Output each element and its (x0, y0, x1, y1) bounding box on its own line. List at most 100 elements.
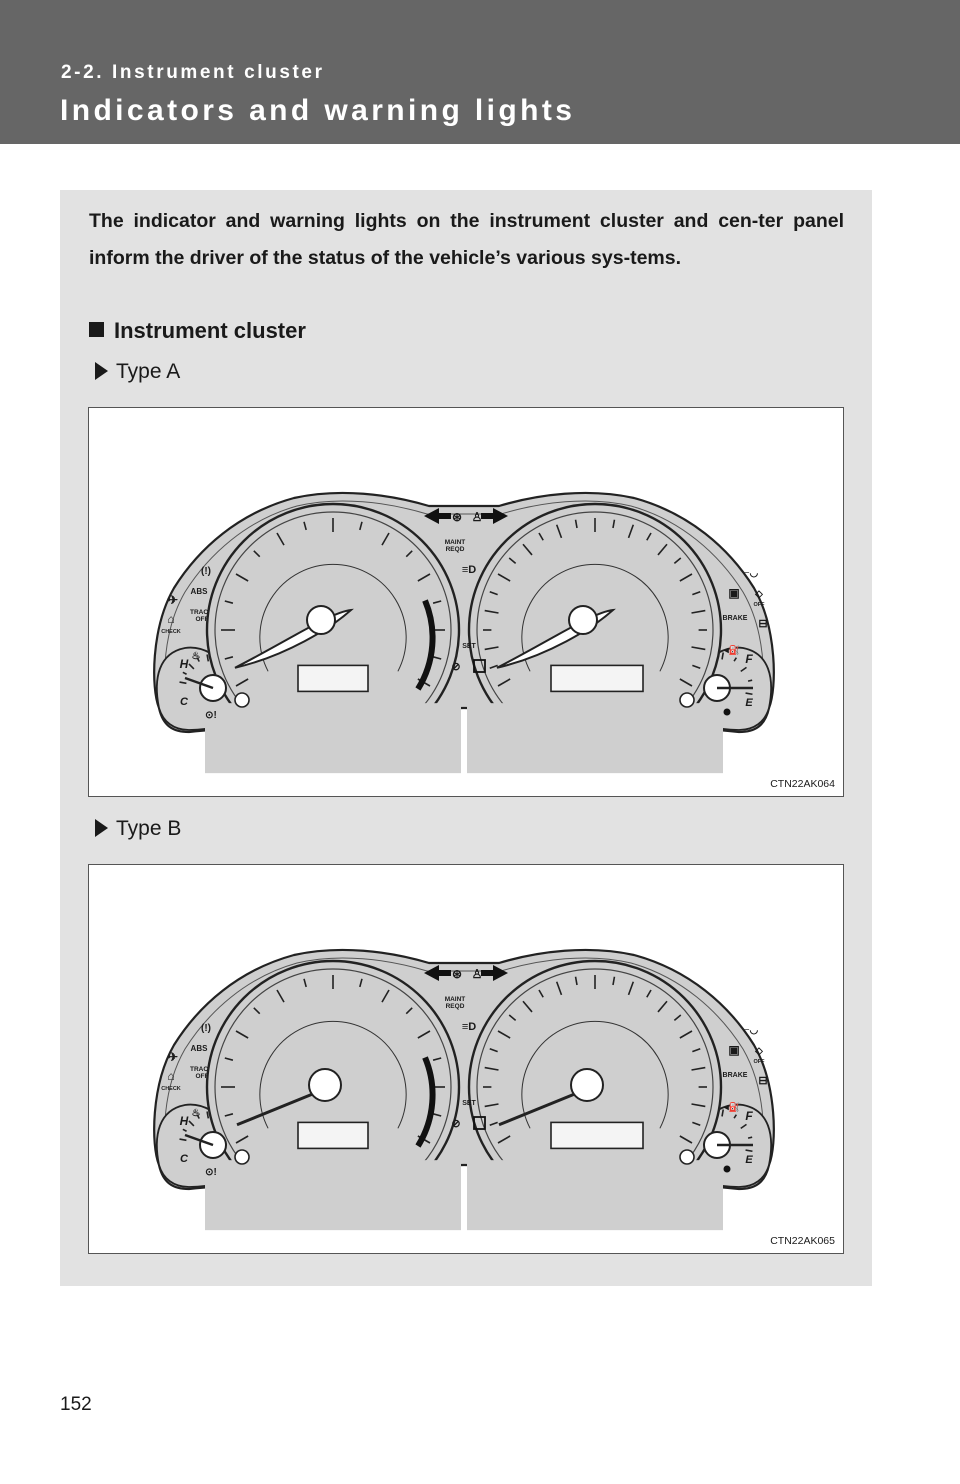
temp-tick (182, 671, 187, 675)
tachometer-tick (224, 656, 234, 660)
tachometer-tick (303, 978, 307, 988)
trip-display (297, 1121, 369, 1150)
tachometer-tick (224, 1113, 234, 1117)
slip-indicator-icon: ⊘ (451, 661, 460, 673)
fuel-tick (740, 666, 747, 673)
intro-text: The indicator and warning lights on the … (89, 210, 844, 269)
tachometer-tick (253, 550, 261, 558)
triangle-bullet-icon (95, 362, 108, 380)
tachometer-tick (417, 1030, 431, 1039)
speedometer-tick (612, 519, 616, 529)
speedometer-tick (538, 532, 544, 541)
speedometer-bottom (467, 1160, 723, 1231)
tachometer-tick (224, 1057, 234, 1061)
speedometer-tick (489, 1047, 498, 1053)
trac-label: TRAC (190, 1066, 208, 1073)
speedometer-tick (691, 1066, 706, 1071)
slip-off-label: OFF (754, 602, 766, 608)
seatbelt-icon: ♙ (472, 510, 483, 524)
oil-pressure-icon: ⌐◡ (744, 568, 759, 579)
tachometer-tick (432, 1113, 442, 1117)
subheading: Instrument cluster (89, 318, 306, 344)
seatbelt-icon: ♙ (472, 967, 483, 981)
dimmer-knob (679, 692, 695, 708)
temp-tick (179, 1138, 187, 1142)
set-label: SET (462, 643, 476, 650)
fuel-tick (745, 692, 753, 696)
speedometer-tick (679, 678, 693, 687)
temp-tick (196, 657, 200, 662)
master-warning-icon: ⊙! (205, 1167, 217, 1178)
tachometer-tick (381, 989, 390, 1003)
engine-check-icon: ⌂ (167, 1069, 174, 1083)
speedometer-tick (692, 590, 701, 596)
check-label: CHECK (161, 629, 181, 635)
speedometer-tick (489, 1121, 498, 1127)
fuel-tick (733, 657, 738, 662)
cluster-illustration: ⊛♙MAINTREQD≡DSET⊘(!)ABS✈TRACOFF⌂CHECK♨HC… (153, 491, 775, 774)
coolant-temp-icon: ♨ (192, 651, 201, 662)
fuel-tick (747, 1136, 753, 1139)
speedometer-inner-ring (521, 563, 669, 672)
figure-code: CTN22AK065 (770, 1235, 835, 1247)
tachometer-tick (303, 521, 307, 531)
fuel-dot-icon (723, 1165, 731, 1173)
door-icon (473, 659, 486, 673)
temp-tick (206, 654, 210, 662)
tachometer-bottom (205, 703, 461, 774)
needle-hub (570, 1068, 604, 1102)
speedometer-tick (508, 557, 517, 565)
tachometer-tick (224, 600, 234, 604)
speedometer-tick (497, 573, 511, 582)
fuel-icon: ◂⛽ (723, 644, 740, 655)
airbag-icon: ✈ (168, 1050, 178, 1064)
tachometer-tick (276, 989, 285, 1003)
redline-arc (415, 599, 436, 691)
fuel-icon: ◂⛽ (723, 1101, 740, 1112)
needle-hub (568, 605, 598, 635)
maint-label: MAINT (445, 539, 466, 546)
tachometer-tick (359, 978, 363, 988)
abs-label: ABS (191, 587, 209, 596)
tachometer-tick (359, 521, 363, 531)
brake-label: BRAKE (723, 1072, 748, 1079)
brake-label: BRAKE (723, 615, 748, 622)
speedometer (467, 502, 723, 774)
speedometer-bottom (467, 703, 723, 774)
speedometer-tick (484, 646, 499, 651)
speedometer-tick (522, 543, 533, 556)
temp-needle (184, 1133, 214, 1147)
speedometer-tick (679, 1135, 693, 1144)
tachometer (205, 959, 461, 1231)
check-label: CHECK (161, 1086, 181, 1092)
front-fog-icon: ⊛ (452, 967, 462, 981)
fuel-empty-label: E (745, 697, 753, 709)
fuel-full-label: F (745, 652, 753, 666)
type-a-text: Type A (116, 360, 181, 383)
turn-left-icon (424, 508, 451, 524)
reqd-label: REQD (446, 546, 465, 553)
speedometer-tick (574, 976, 578, 986)
door-icon (473, 1116, 486, 1130)
cluster-illustration: ⊛♙MAINTREQD≡DSET⊘(!)ABS✈TRACOFF⌂CHECK♨HC… (153, 948, 775, 1231)
speedometer-tick (612, 976, 616, 986)
turn-right-icon (481, 508, 508, 524)
tachometer-tick (235, 1030, 249, 1039)
figure-code: CTN22AK064 (770, 778, 835, 790)
speedometer-tick (484, 609, 499, 614)
fuel-tick (740, 1123, 747, 1130)
fuel-empty-label: E (745, 1154, 753, 1166)
odo-reset-knob (234, 1149, 250, 1165)
needle (498, 1087, 588, 1127)
speedometer-tick (657, 543, 668, 556)
airbag-icon: ✈ (168, 593, 178, 607)
tachometer-tick (432, 1057, 442, 1061)
speedometer-tick (484, 1103, 499, 1108)
tachometer-tick (417, 573, 431, 582)
front-fog-icon: ⊛ (452, 510, 462, 524)
speedometer-tick (692, 664, 701, 670)
